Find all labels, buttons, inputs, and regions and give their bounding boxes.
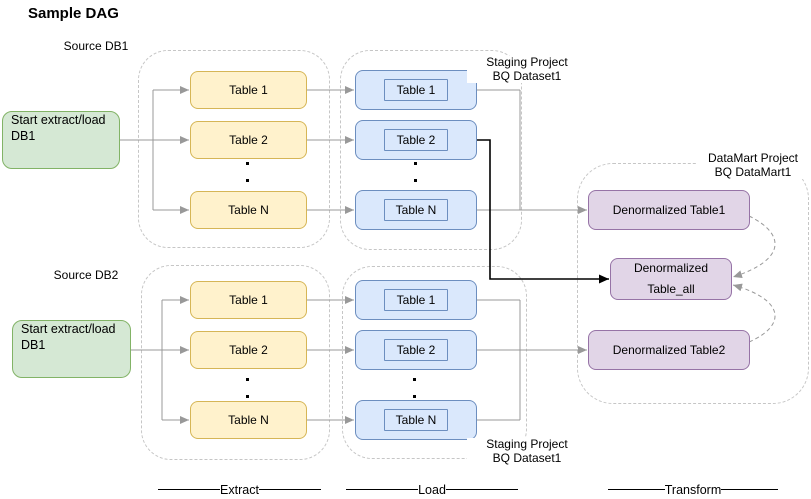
extract1-table-2-label: Table 2 xyxy=(229,132,268,147)
extract2-table-1-label: Table 1 xyxy=(229,292,268,307)
start-extract-load-db1: Start extract/load DB1 xyxy=(2,111,120,169)
legend-rule xyxy=(445,489,518,490)
source-db1-label: Source DB1 xyxy=(63,39,129,53)
staging-project-label-bottom: Staging Project BQ Dataset1 xyxy=(467,437,587,465)
start-db2-line1: Start extract/load xyxy=(21,322,116,336)
denormalized-table-all-line1: Denormalized xyxy=(633,261,709,275)
extract2-table-2-label: Table 2 xyxy=(229,342,268,357)
start-extract-load-db2: Start extract/load DB1 xyxy=(12,320,131,378)
legend-rule xyxy=(158,489,221,490)
ellipsis-dot xyxy=(246,378,249,381)
legend-extract-label: Extract xyxy=(220,482,259,497)
load1-table-n: Table N xyxy=(355,190,477,230)
denormalized-table1: Denormalized Table1 xyxy=(588,190,750,230)
load1-table-n-inner: Table N xyxy=(384,199,448,221)
staging2-line2: BQ Dataset1 xyxy=(492,450,562,465)
datamart-line2: BQ DataMart1 xyxy=(714,164,792,179)
load2-table-2-inner: Table 2 xyxy=(384,339,448,361)
load1-table-2: Table 2 xyxy=(355,120,477,160)
load2-table-n-inner: Table N xyxy=(384,409,448,431)
extract2-table-1: Table 1 xyxy=(190,281,307,319)
denormalized-table-all-line2: Table_all xyxy=(647,282,695,296)
denormalized-table2-label: Denormalized Table2 xyxy=(612,342,726,357)
extract1-table-n: Table N xyxy=(190,191,307,229)
legend-rule xyxy=(608,489,665,490)
source-db2-label: Source DB2 xyxy=(53,268,119,282)
extract1-table-1-label: Table 1 xyxy=(229,82,268,97)
legend-rule xyxy=(721,489,778,490)
extract2-table-n: Table N xyxy=(190,401,307,439)
extract1-table-1: Table 1 xyxy=(190,71,307,109)
ellipsis-dot xyxy=(414,179,417,182)
ellipsis-dot xyxy=(413,395,416,398)
denormalized-table1-label: Denormalized Table1 xyxy=(612,202,726,217)
load2-table-2: Table 2 xyxy=(355,330,477,370)
staging-project-label-top: Staging Project BQ Dataset1 xyxy=(467,55,587,83)
start-db1-line1: Start extract/load xyxy=(11,113,106,127)
load2-table-1: Table 1 xyxy=(355,280,477,320)
ellipsis-dot xyxy=(246,179,249,182)
legend-extract: Extract xyxy=(158,482,321,497)
page-title: Sample DAG xyxy=(28,5,119,22)
legend-transform-label: Transform xyxy=(664,482,722,497)
start-db1-line2: DB1 xyxy=(11,129,36,143)
ellipsis-dot xyxy=(246,162,249,165)
legend-rule xyxy=(346,489,419,490)
load2-table-1-inner: Table 1 xyxy=(384,289,448,311)
load1-table-1: Table 1 xyxy=(355,70,477,110)
legend-load-label: Load xyxy=(418,482,446,497)
datamart-project-label: DataMart Project BQ DataMart1 xyxy=(697,151,809,179)
start-db2-line2: DB1 xyxy=(21,338,46,352)
ellipsis-dot xyxy=(413,378,416,381)
load2-table-n: Table N xyxy=(355,400,477,440)
extract1-table-2: Table 2 xyxy=(190,121,307,159)
staging1-line1: Staging Project xyxy=(486,55,568,69)
datamart-line1: DataMart Project xyxy=(707,151,799,165)
legend-load: Load xyxy=(346,482,518,497)
denormalized-table-all: Denormalized Table_all xyxy=(610,258,732,300)
extract2-table-2: Table 2 xyxy=(190,331,307,369)
load1-table-2-inner: Table 2 xyxy=(384,129,448,151)
load2-table-n-label: Table N xyxy=(395,412,437,427)
extract1-table-n-label: Table N xyxy=(228,202,269,217)
load1-table-2-label: Table 2 xyxy=(396,132,436,147)
datamart-container xyxy=(577,163,809,404)
ellipsis-dot xyxy=(246,395,249,398)
load1-table-1-inner: Table 1 xyxy=(384,79,448,101)
extract2-table-n-label: Table N xyxy=(228,412,269,427)
load1-table-n-label: Table N xyxy=(395,202,437,217)
load2-table-2-label: Table 2 xyxy=(396,342,436,357)
denormalized-table2: Denormalized Table2 xyxy=(588,330,750,370)
staging1-line2: BQ Dataset1 xyxy=(492,68,562,83)
legend-rule xyxy=(258,489,321,490)
ellipsis-dot xyxy=(414,162,417,165)
load2-table-1-label: Table 1 xyxy=(396,292,436,307)
load1-table-1-label: Table 1 xyxy=(396,82,436,97)
staging2-line1: Staging Project xyxy=(486,437,568,451)
legend-transform: Transform xyxy=(608,482,778,497)
